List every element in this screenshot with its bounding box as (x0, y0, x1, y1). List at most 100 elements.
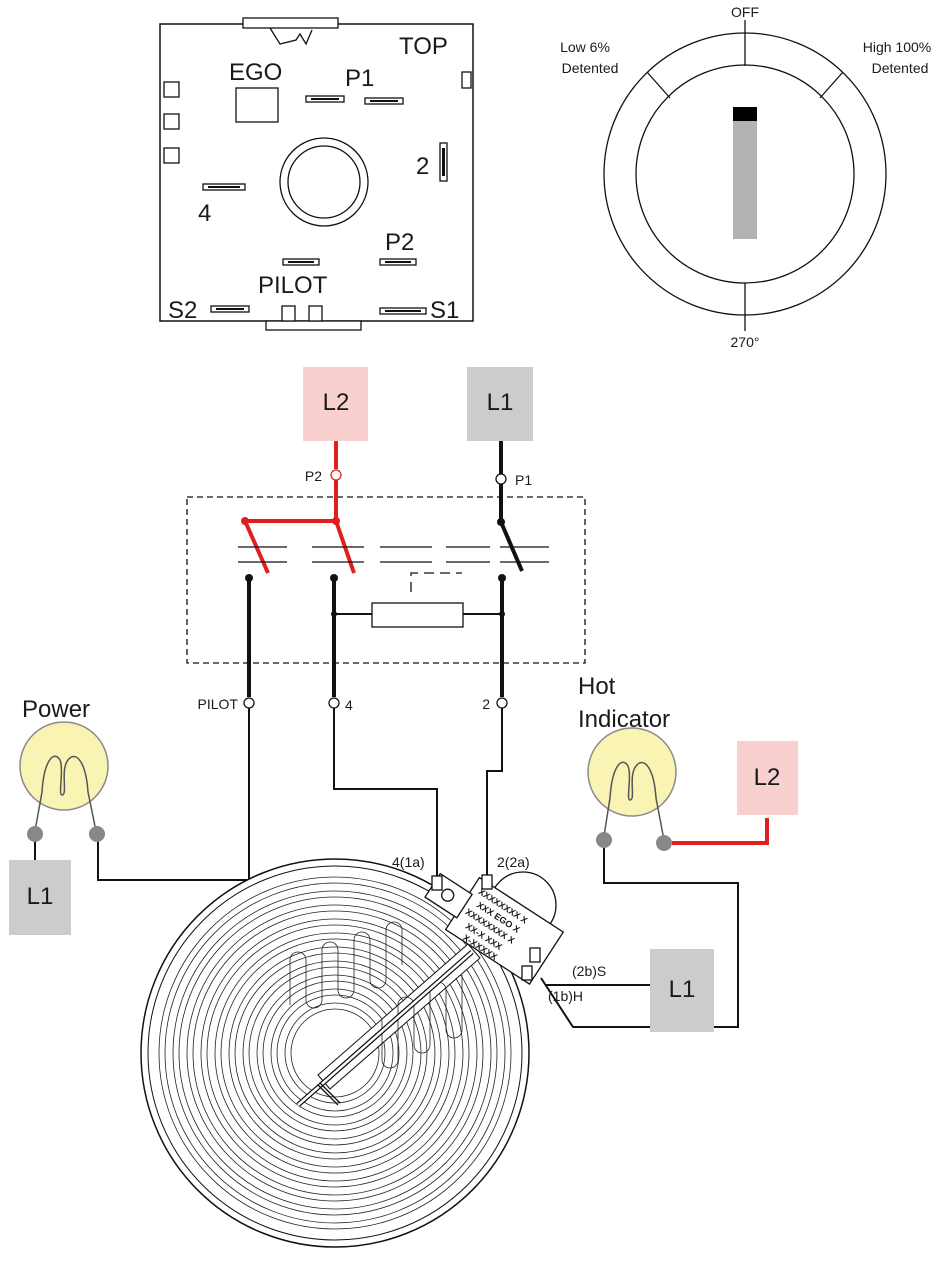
terminal-p2 (330, 469, 342, 481)
bottom-tab (265, 320, 362, 331)
supply-l2-top-label: L2 (323, 389, 350, 416)
right-notch (461, 71, 472, 89)
control-terminal-2 (439, 142, 448, 182)
power-lamp-terminal-2 (89, 826, 105, 842)
element-terminal-4-1a-label: 4(1a) (392, 854, 425, 870)
supply-l1-left-label: L1 (27, 883, 54, 910)
high-tick (819, 71, 844, 99)
terminal-pilot-label: PILOT (198, 696, 239, 712)
power-lamp: Power (19, 696, 109, 842)
supply-l2-top: L2 (303, 367, 368, 441)
hot-lamp-filament (603, 761, 665, 841)
element-terminal-1b-h-label: (1b)H (548, 988, 583, 1004)
side-square-3 (163, 147, 180, 164)
terminal-p2-label: P2 (305, 468, 322, 484)
supply-l2-top-box (303, 367, 368, 441)
control-terminal-p1a (305, 95, 345, 103)
wire-2-to-element (486, 708, 503, 880)
limiter-terminal-2a (481, 874, 493, 890)
knob-pointer-tip (733, 107, 757, 121)
terminal-2-label-lower: 2 (482, 696, 490, 712)
supply-l2-right-box (737, 741, 798, 815)
knob-pointer (733, 120, 757, 239)
limiter-screw (441, 888, 455, 902)
supply-l1-top: L1 (467, 367, 533, 441)
p1-label: P1 (345, 65, 374, 92)
side-square-2 (163, 113, 180, 130)
p2-label: P2 (385, 229, 414, 256)
limit-switch: XXXXXXXX X XXX EGO X XXXXXXXX X XX-X XXX… (424, 871, 565, 985)
power-lamp-bulb (19, 721, 109, 811)
low-label-2: Detented (562, 60, 619, 76)
wire-hot-lamp-to-limiter (540, 848, 739, 1028)
limiter-terminal-2b (529, 947, 541, 963)
element-outer-rim (140, 858, 530, 1248)
ego-label: EGO (229, 59, 282, 86)
contact-bars (238, 546, 549, 563)
sensor-clip (317, 1082, 341, 1106)
hot-lamp-bulb (587, 727, 677, 817)
supply-l1-right: L1 (650, 949, 714, 1032)
control-terminal-pilot-top (282, 258, 320, 266)
top-tab (242, 17, 339, 29)
high-label-2: Detented (872, 60, 929, 76)
actuator-link (410, 572, 462, 592)
pilot-pin-1 (281, 305, 296, 322)
supply-l1-left-box (9, 860, 71, 935)
terminal-4-label: 4 (198, 200, 211, 227)
ego-box (235, 87, 279, 123)
terminal-pilot (243, 697, 255, 709)
control-terminal-p2 (379, 258, 417, 266)
control-top-view: TOP EGO P1 2 4 P2 PILOT S2 S1 (159, 17, 474, 331)
control-terminal-4 (202, 183, 246, 191)
resistor-node-right (499, 611, 505, 617)
element-terminal-2-2a-label: 2(2a) (497, 854, 530, 870)
switch-enclosure (186, 496, 586, 664)
terminal-2 (496, 697, 508, 709)
pilot-label: PILOT (258, 272, 328, 299)
resistor-node-left (331, 611, 337, 617)
terminal-4-label-lower: 4 (345, 697, 353, 713)
switch-block: P2 P1 PILOT 4 2 (186, 441, 586, 713)
low-tick (646, 71, 671, 99)
s1-label: S1 (430, 297, 459, 324)
hot-label-1: Hot (578, 673, 616, 700)
side-square-1 (163, 81, 180, 98)
power-lamp-terminal-1 (27, 826, 43, 842)
off-label: OFF (731, 4, 759, 20)
radiant-element: XXXXXXXX X XXX EGO X XXXXXXXX X XX-X XXX… (140, 854, 606, 1248)
low-label-1: Low 6% (560, 39, 610, 55)
control-terminal-s2 (210, 305, 250, 313)
angle-label: 270° (731, 334, 760, 350)
knob-dial: OFF Low 6% Detented High 100% Detented 2… (560, 4, 931, 350)
wire-hot-lamp-to-l2 (672, 818, 769, 845)
hot-lamp-terminal-2 (656, 835, 672, 851)
s2-label: S2 (168, 297, 197, 324)
supply-l1-top-label: L1 (487, 389, 514, 416)
power-lamp-label: Power (22, 696, 90, 723)
cycling-resistor (371, 602, 464, 628)
supply-l2-right: L2 (737, 741, 798, 815)
sensor-rod (297, 951, 473, 1106)
limiter-terminal-1a (431, 875, 443, 891)
element-terminal-2b-s-label: (2b)S (572, 963, 606, 979)
high-label-1: High 100% (863, 39, 932, 55)
supply-l1-left: L1 (9, 860, 71, 935)
limiter-terminal-1b (521, 965, 533, 981)
wire-pilot-to-power-lamp (97, 708, 250, 881)
top-label: TOP (399, 33, 448, 60)
pilot-pin-2 (308, 305, 323, 322)
element-serpentine (289, 921, 463, 1069)
supply-l2-right-label: L2 (754, 764, 781, 791)
supply-l1-top-box (467, 367, 533, 441)
terminal-p1-label: P1 (515, 472, 532, 488)
terminal-2-label: 2 (416, 153, 429, 180)
supply-l1-right-box (650, 949, 714, 1032)
top-tab-clip (269, 27, 313, 46)
power-lamp-filament (34, 755, 97, 832)
control-terminal-p1b (364, 97, 404, 105)
element-inner-rim (147, 865, 523, 1241)
wire-4-to-element (333, 708, 438, 880)
terminal-p1 (495, 473, 507, 485)
